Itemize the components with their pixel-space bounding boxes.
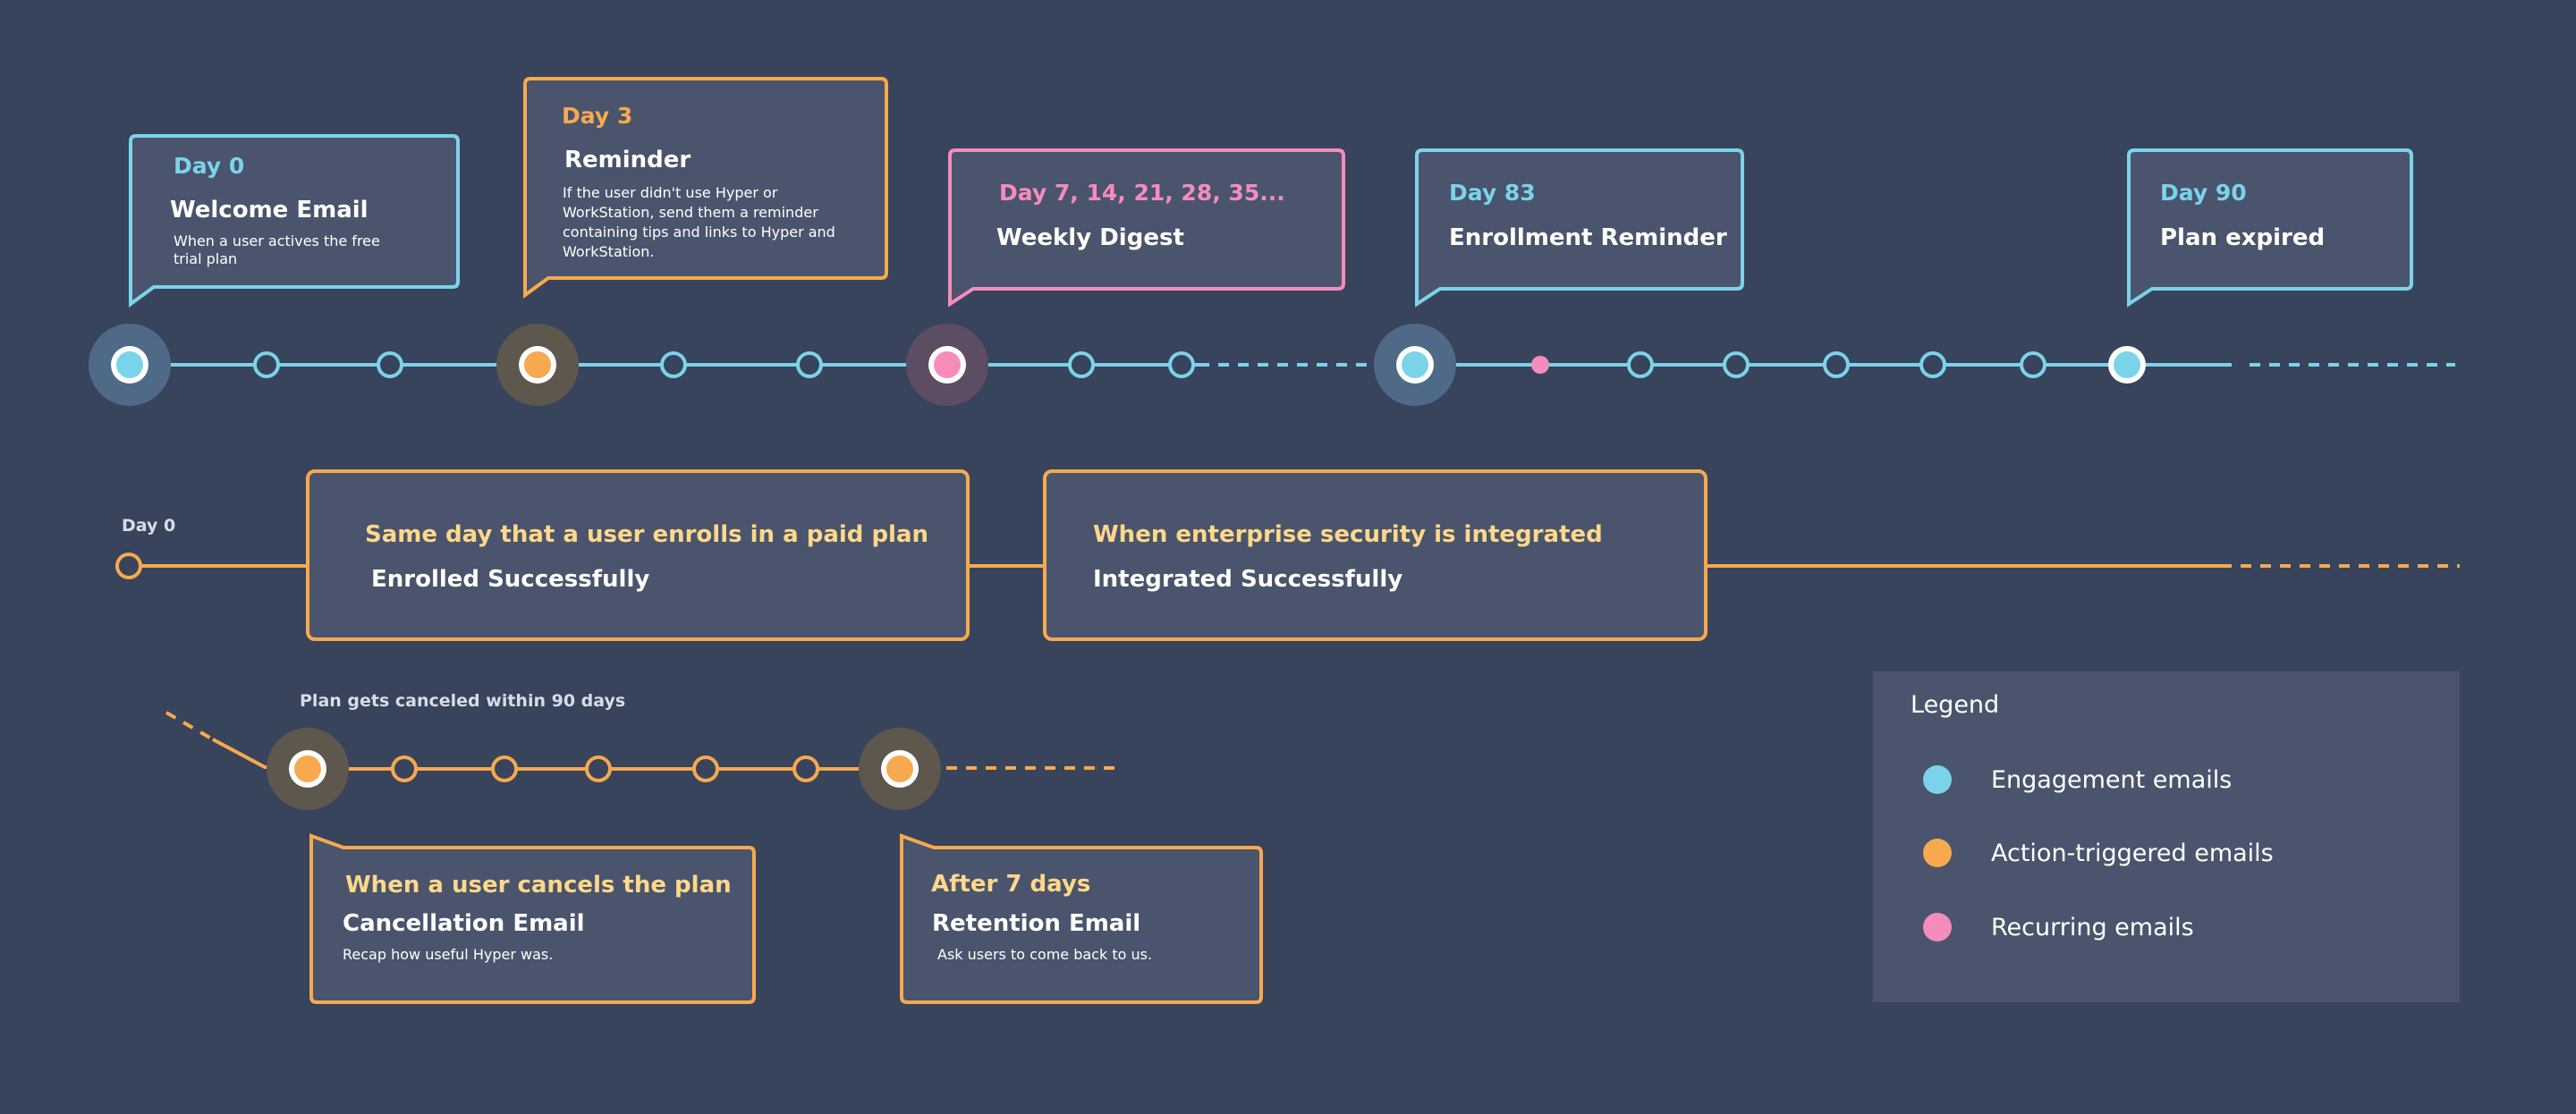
timeline-node xyxy=(1823,351,1850,378)
timeline-node xyxy=(692,755,719,782)
box-integrated-successfully[interactable]: When enterprise security is integrated I… xyxy=(1043,469,1707,641)
milestone-node-day3[interactable] xyxy=(519,346,556,384)
milestone-node-day0[interactable] xyxy=(111,346,148,384)
callout-cancellation-email[interactable]: When a user cancels the plan Cancellatio… xyxy=(309,833,756,1004)
callout-description: When a user actives the free trial plan xyxy=(174,232,385,267)
callout-day-label: Day 90 xyxy=(2160,180,2247,206)
timeline-node xyxy=(792,755,819,782)
timeline-node-recurring xyxy=(1531,356,1549,374)
milestone-node-day90[interactable] xyxy=(2108,346,2146,384)
box-title: Integrated Successfully xyxy=(1093,566,1402,593)
callout-day-label: Day 3 xyxy=(562,103,632,129)
legend-label: Engagement emails xyxy=(1991,765,2233,794)
legend-label: Action-triggered emails xyxy=(1991,839,2274,867)
callout-retention-email[interactable]: After 7 days Retention Email Ask users t… xyxy=(900,833,1263,1004)
legend-item-engagement: Engagement emails xyxy=(1923,762,2232,798)
milestone-node-day83[interactable] xyxy=(1396,346,1434,384)
callout-title: Cancellation Email xyxy=(343,910,585,937)
milestone-node-cancellation[interactable] xyxy=(289,750,326,788)
timeline-node xyxy=(391,755,418,782)
legend-title: Legend xyxy=(1911,691,2000,719)
callout-description: Ask users to come back to us. xyxy=(937,946,1152,963)
milestone-node-day7[interactable] xyxy=(928,346,966,384)
callout-title: Enrollment Reminder xyxy=(1449,224,1727,251)
callout-plan-expired[interactable]: Day 90 Plan expired xyxy=(2127,148,2413,308)
callout-day-label: Day 83 xyxy=(1449,180,1536,206)
recurring-dot-icon xyxy=(1923,913,1952,941)
callout-enrollment-reminder[interactable]: Day 83 Enrollment Reminder xyxy=(1415,148,1744,308)
callout-trigger: After 7 days xyxy=(931,871,1090,898)
legend-label: Recurring emails xyxy=(1991,913,2194,941)
legend-panel: Legend Engagement emails Action-triggere… xyxy=(1873,671,2460,1002)
legend-item-recurring: Recurring emails xyxy=(1923,909,2194,945)
timeline-node xyxy=(377,351,403,378)
legend-item-action: Action-triggered emails xyxy=(1923,835,2274,871)
cancellation-branch-dashed xyxy=(165,711,214,741)
cancellation-track: Plan gets canceled within 90 days When a… xyxy=(165,691,1263,1004)
box-title: Enrolled Successfully xyxy=(371,566,649,593)
cancellation-track-label: Plan gets canceled within 90 days xyxy=(300,691,625,711)
callout-day-label: Day 0 xyxy=(174,153,244,179)
callout-trigger: When a user cancels the plan xyxy=(345,872,732,899)
timeline-node xyxy=(1068,351,1095,378)
callout-day-label: Day 7, 14, 21, 28, 35... xyxy=(999,180,1285,206)
timeline-node xyxy=(796,351,823,378)
enrollment-track: Day 0 Same day that a user enrolls in a … xyxy=(115,469,2460,641)
timeline-node xyxy=(1168,351,1195,378)
timeline-node xyxy=(660,351,687,378)
box-enrolled-successfully[interactable]: Same day that a user enrolls in a paid p… xyxy=(306,469,970,641)
callout-title: Plan expired xyxy=(2160,224,2325,251)
callout-description: If the user didn't use Hyper or WorkStat… xyxy=(563,184,840,260)
callout-description: Recap how useful Hyper was. xyxy=(343,946,553,963)
timeline-node xyxy=(1919,351,1946,378)
box-trigger: Same day that a user enrolls in a paid p… xyxy=(365,521,928,548)
timeline-node xyxy=(253,351,280,378)
enrollment-start-label: Day 0 xyxy=(122,516,175,536)
callout-title: Weekly Digest xyxy=(996,224,1184,251)
action-dot-icon xyxy=(1923,839,1952,867)
engagement-dot-icon xyxy=(1923,765,1952,794)
timeline-node xyxy=(1627,351,1654,378)
timeline-node xyxy=(491,755,518,782)
callout-title: Reminder xyxy=(564,147,691,173)
callout-reminder[interactable]: Day 3 Reminder If the user didn't use Hy… xyxy=(523,77,888,299)
milestone-node-retention[interactable] xyxy=(881,750,919,788)
timeline-node xyxy=(585,755,612,782)
engagement-track: Day 0 Welcome Email When a user actives … xyxy=(89,77,2455,406)
callout-weekly-digest[interactable]: Day 7, 14, 21, 28, 35... Weekly Digest xyxy=(948,148,1345,308)
callout-title: Welcome Email xyxy=(170,197,369,224)
callout-title: Retention Email xyxy=(932,910,1140,937)
box-trigger: When enterprise security is integrated xyxy=(1093,521,1603,548)
timeline-node xyxy=(2020,351,2046,378)
enrollment-start-node[interactable] xyxy=(115,553,142,579)
timeline-node xyxy=(1723,351,1750,378)
callout-welcome-email[interactable]: Day 0 Welcome Email When a user actives … xyxy=(129,134,460,308)
